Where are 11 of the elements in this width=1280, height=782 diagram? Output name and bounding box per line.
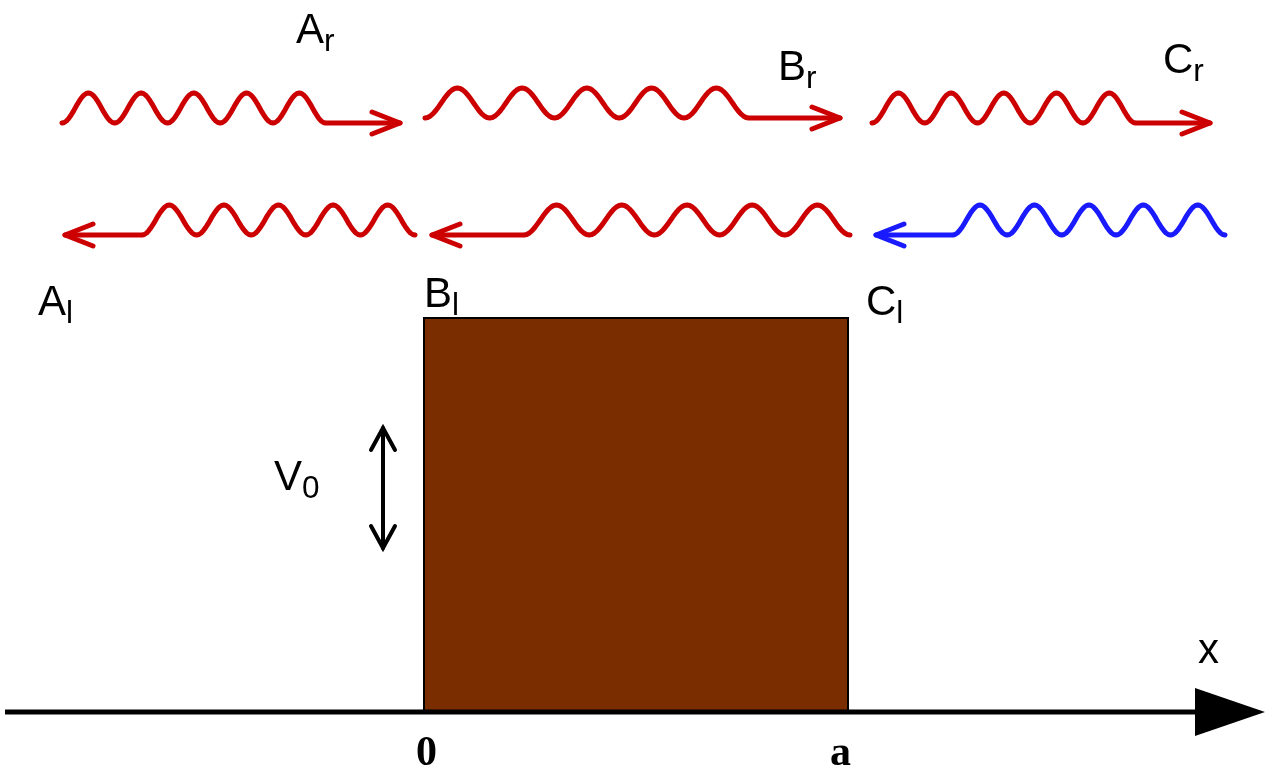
- potential-barrier: [423, 317, 849, 713]
- symbol-label: a: [830, 730, 851, 772]
- symbol-label: C$_{r}$: [1163, 38, 1204, 80]
- symbol-label: A$_{l}$: [38, 280, 73, 322]
- symbol-label: A$_{r}$: [296, 8, 335, 50]
- symbol-label: C$_{l}$: [866, 280, 904, 322]
- symbol-label: B$_{r}$: [778, 45, 817, 87]
- symbol-label: V$_{0}$: [274, 455, 320, 497]
- symbol-label: 0: [416, 730, 437, 772]
- symbol-label: x: [1198, 628, 1219, 670]
- symbol-label: B$_{l}$: [424, 272, 459, 314]
